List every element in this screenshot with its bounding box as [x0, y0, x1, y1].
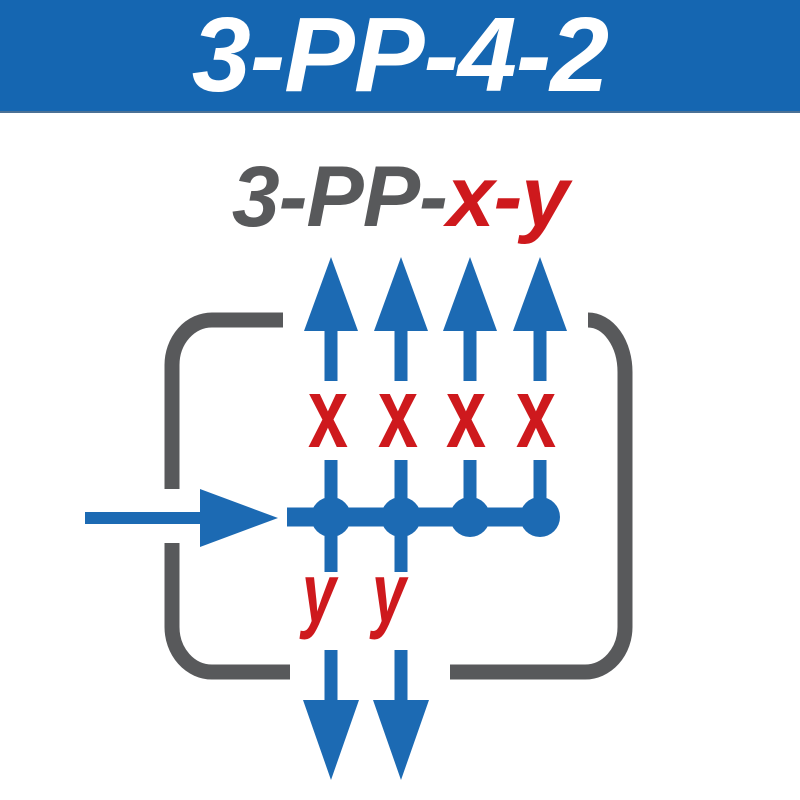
outlet-count-label: x — [516, 357, 556, 469]
junction-node — [520, 497, 560, 537]
drain-arrow-icon — [303, 650, 359, 780]
drain-count-label: y — [369, 546, 409, 640]
outlet-count-label: x — [308, 357, 348, 469]
drain-arrow-icon — [373, 650, 429, 780]
drain-count-label: y — [299, 546, 339, 640]
junction-node — [450, 497, 490, 537]
drain-stub — [324, 517, 338, 572]
outlet-arrow-icon — [374, 257, 428, 381]
pattern-prefix: 3-PP- — [231, 149, 448, 245]
frame-bottom-left-segment — [164, 543, 290, 680]
inlet-arrow-icon — [85, 489, 278, 547]
banner: 3-PP-4-2 — [0, 0, 800, 113]
inlet-arrow-head — [200, 489, 278, 547]
frame-top-left-segment — [164, 312, 283, 489]
pattern-variables: x-y — [446, 149, 569, 245]
page-title: 3-PP-4-2 — [191, 0, 609, 114]
outlet-arrow-icon — [443, 257, 497, 381]
outlet-arrow-icon — [304, 257, 358, 381]
outlet-count-label: x — [446, 357, 486, 469]
drain-stub — [394, 517, 408, 572]
naming-pattern-label: 3-PP-x-y — [0, 147, 800, 247]
outlet-arrow-icon — [513, 257, 567, 381]
outlet-count-label: x — [378, 357, 418, 469]
frame-right-segment — [450, 312, 633, 680]
